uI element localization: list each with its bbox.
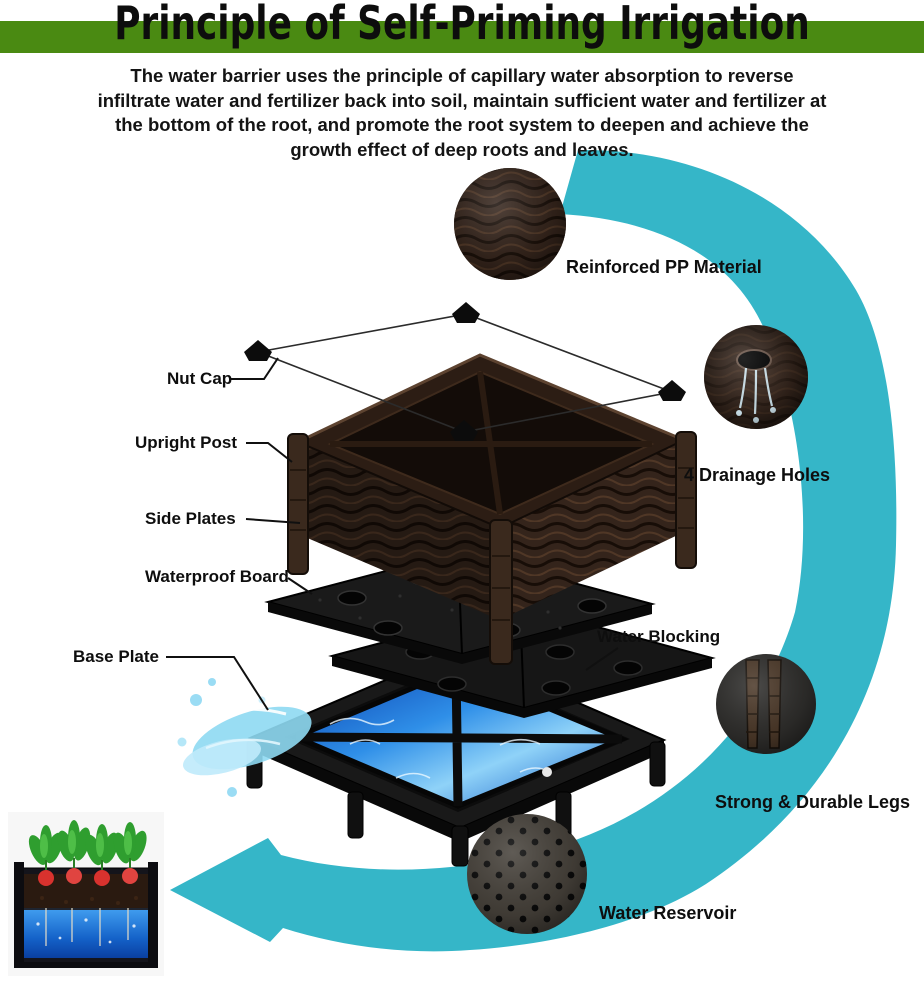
label-drainage-holes: 4 Drainage Holes [684, 465, 831, 485]
planter-box [287, 353, 697, 665]
water-reservoir-photo [467, 814, 587, 934]
pp-material-photo [454, 168, 566, 280]
description-text: The water barrier uses the principle of … [97, 65, 827, 160]
drainage-hole-photo [704, 325, 808, 429]
label-water-reservoir: Water Reservoir [599, 903, 737, 923]
title-bar [0, 21, 924, 53]
label-upright-post: Upright Post [135, 433, 237, 452]
label-pp-material: Reinforced PP Material [566, 257, 762, 277]
radish-bulbs [38, 868, 138, 886]
drain-plug [542, 767, 552, 777]
label-water-blocking: Water Blocking [597, 627, 721, 646]
label-side-plates: Side Plates [145, 509, 236, 528]
cycle-arrow [170, 149, 897, 952]
plant-leaves [28, 820, 147, 870]
legs-photo [716, 654, 816, 754]
label-nut-cap: Nut Cap [167, 369, 233, 388]
assembled-planter-photo [8, 812, 164, 976]
label-durable-legs: Strong & Durable Legs [715, 792, 911, 812]
leader-lines [166, 357, 619, 711]
label-base-plate: Base Plate [73, 647, 159, 666]
water-splash [177, 678, 312, 797]
reservoir-tray [246, 648, 667, 867]
label-waterproof-board: Waterproof Board [145, 567, 289, 586]
top-frame-and-nut-caps [244, 302, 686, 441]
nut-caps [244, 302, 686, 441]
page-title: Principle of Self-Priming Irrigation [114, 0, 810, 50]
